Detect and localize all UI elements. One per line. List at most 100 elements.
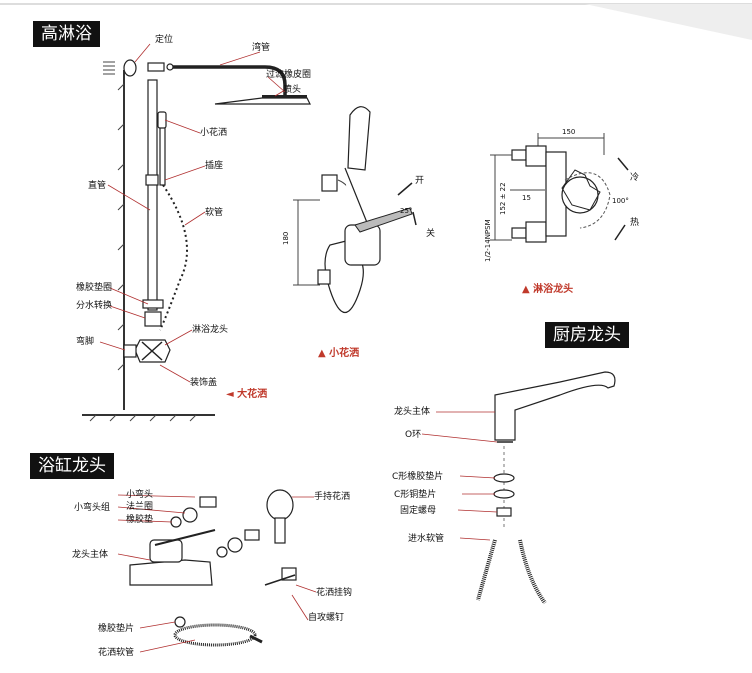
hose-part <box>159 184 189 331</box>
kitchen-faucet-body <box>494 371 616 441</box>
faucet-cross2 <box>141 341 163 361</box>
diverter-part <box>144 311 162 327</box>
hand-shower-head <box>266 489 294 521</box>
small-elbow-part <box>199 496 217 508</box>
bath-hose-end <box>249 634 263 644</box>
kitchen-hose-left <box>476 539 497 601</box>
label-kitchen-hose: 进水软管 <box>408 532 444 544</box>
kitchen-diagram <box>421 371 616 605</box>
bath-lever <box>154 529 216 546</box>
bath-valve <box>149 539 183 563</box>
center-dim-label: 15 <box>522 194 531 202</box>
label-screw: 自攻螺钉 <box>308 611 344 623</box>
positioner-screws <box>103 61 115 75</box>
small-shower-diagram: 180 25° 开 关 ▲ 小花洒 <box>282 106 435 359</box>
rubber-pad-part <box>170 516 182 528</box>
positioner-part <box>123 59 137 77</box>
label-bent-pipe: 湾管 <box>252 41 270 53</box>
kitchen-labels: 龙头主体 O环 C形橡胶垫片 C形铜垫片 固定螺母 进水软管 <box>392 405 444 544</box>
label-kitchen-nut: 固定螺母 <box>400 504 436 516</box>
small-shower-handle <box>347 106 371 171</box>
slide-bar <box>159 124 166 186</box>
hot-arrow <box>614 224 626 241</box>
bath-gasket-part <box>174 616 186 628</box>
flange-part <box>182 507 198 523</box>
label-hand-shower: 手持花洒 <box>314 490 350 502</box>
pipe-end <box>166 63 174 71</box>
label-rubber-pad: 橡胶垫 <box>126 513 153 525</box>
label-diverter: 分水转换 <box>76 299 112 311</box>
shower-head <box>214 97 311 105</box>
open-arrow <box>397 182 413 196</box>
label-bath-body: 龙头主体 <box>72 548 108 560</box>
label-flange: 法兰圈 <box>126 500 153 512</box>
shower-labels: 定位 湾管 过滤橡皮圈 喷头 小花洒 插座 直管 软管 橡胶垫圈 分水转换 弯脚… <box>76 33 311 400</box>
small-shower-caption: ▲ 小花洒 <box>318 346 359 359</box>
bath-faucet-body <box>129 559 213 586</box>
lower-fitting <box>525 221 547 243</box>
thread-label: 1/2-14NPSM <box>484 219 492 262</box>
faucet-diagram: 150 152 ± 22 1/2-14NPSM 15 100° 冷 热 ▲ 淋浴… <box>484 128 639 295</box>
label-big-shower: ◄ 大花洒 <box>226 387 267 400</box>
label-elbow: 弯脚 <box>76 335 94 347</box>
kitchen-hose-right <box>518 539 547 605</box>
bath-diagram <box>117 489 317 653</box>
hand-shower <box>157 111 167 129</box>
small-shower-holder <box>321 174 338 192</box>
section-badge-shower: 高淋浴 <box>33 21 100 47</box>
label-kitchen-oring: O环 <box>405 429 421 440</box>
height-dim-label: 180 <box>282 232 290 245</box>
screw-part <box>264 574 296 586</box>
close-arrow <box>412 211 417 226</box>
upper-fitting <box>525 145 547 167</box>
label-small-shower: 小花洒 <box>200 126 227 138</box>
bath-hose-part <box>173 623 257 647</box>
socket-part <box>145 174 159 186</box>
section-badge-kitchen: 厨房龙头 <box>545 322 629 348</box>
label-socket: 插座 <box>205 159 223 171</box>
kitchen-nut <box>496 507 512 517</box>
open-label: 开 <box>415 175 424 186</box>
cold-arrow <box>617 157 629 171</box>
small-elbow-right <box>244 529 260 541</box>
faucet-handle <box>561 169 601 211</box>
pitch-dim-label: 152 ± 22 <box>499 182 507 215</box>
label-kitchen-body: 龙头主体 <box>394 405 430 417</box>
label-small-elbow: 小弯头 <box>126 488 153 500</box>
label-small-elbow-set: 小弯头组 <box>74 501 110 513</box>
bath-labels: 小弯头组 小弯头 法兰圈 橡胶垫 龙头主体 手持花洒 花洒挂钩 自攻螺钉 橡胶垫… <box>72 488 352 658</box>
hand-shower-handle <box>274 517 286 544</box>
bent-pipe <box>170 65 287 95</box>
wall-hatch <box>117 83 125 371</box>
label-shower-faucet: 淋浴龙头 <box>192 323 228 335</box>
faucet-caption: ▲ 淋浴龙头 <box>522 282 573 295</box>
small-shower-inlet <box>317 269 331 285</box>
cold-label: 冷 <box>630 171 639 183</box>
floor-hatch <box>89 414 197 422</box>
shower-diagram <box>82 43 311 422</box>
label-hose: 软管 <box>205 206 223 218</box>
label-shower-hook: 花洒挂钩 <box>316 586 352 598</box>
section-badge-bath: 浴缸龙头 <box>30 453 114 479</box>
lower-nut <box>511 227 527 239</box>
upper-nut <box>511 149 527 161</box>
shower-hook-part <box>281 567 297 581</box>
rotation-arc <box>564 172 611 229</box>
small-shower-lever <box>354 207 413 233</box>
label-bath-gasket: 橡胶垫片 <box>98 622 134 634</box>
label-positioner: 定位 <box>155 33 173 45</box>
label-cover: 装饰盖 <box>190 376 217 388</box>
width-dim-label: 150 <box>562 128 575 136</box>
label-nozzle: 喷头 <box>283 84 301 95</box>
label-kitchen-c-copper: C形铜垫片 <box>394 488 436 500</box>
rubber-pad-right <box>216 546 228 558</box>
label-kitchen-c-rubber: C形橡胶垫片 <box>392 470 443 482</box>
rubber-gasket-part <box>142 299 164 309</box>
small-shower-hose <box>324 167 371 313</box>
kitchen-c-rubber <box>493 473 515 483</box>
shower-head-gasket <box>262 95 307 98</box>
close-label: 关 <box>426 227 435 239</box>
label-straight-pipe: 直管 <box>88 179 106 191</box>
angle-label: 25° <box>400 207 412 215</box>
hot-label: 热 <box>630 216 639 228</box>
